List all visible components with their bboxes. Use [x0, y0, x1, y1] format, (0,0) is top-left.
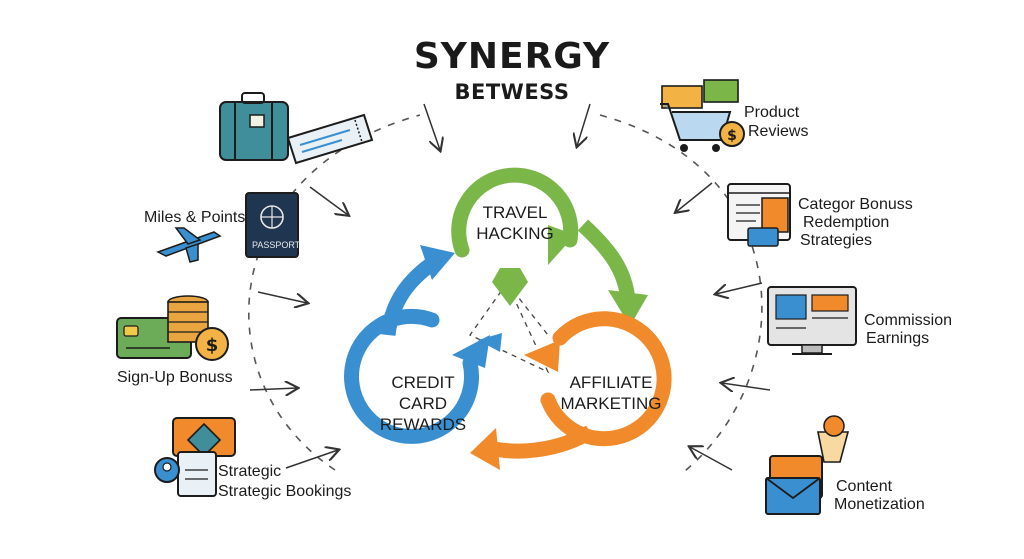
credit-card-rewards-label: CREDIT CARD REWARDS	[370, 372, 476, 435]
strategic-bookings-label: Strategic Bookings	[218, 483, 352, 500]
svg-text:$: $	[727, 128, 737, 144]
commission-label: Commission	[864, 312, 953, 329]
computer-monitor-icon	[767, 286, 857, 355]
content-label: Content	[836, 478, 893, 495]
luggage-icon	[219, 92, 289, 161]
travel-hacking-ring	[451, 167, 648, 326]
pointer-arrows	[249, 103, 771, 471]
strategic-label: Strategic	[218, 463, 282, 480]
shopping-cart-icon: $	[660, 79, 745, 152]
affiliate-marketing-ring	[470, 311, 672, 470]
strategies-label: Strategies	[800, 232, 873, 249]
miles-points-label: Miles & Points	[144, 209, 246, 226]
browser-window-icon	[727, 183, 791, 247]
passport-icon-text: PASSPORT	[252, 240, 301, 250]
affiliate-marketing-label: AFFILIATE MARKETING	[558, 372, 664, 414]
product-label: Product	[744, 104, 800, 121]
outer-dashed-arc	[248, 114, 763, 476]
affiliate-marketing-text: AFFILIATE MARKETING	[560, 373, 662, 413]
boarding-pass-icon	[286, 113, 374, 165]
travel-hacking-text: TRAVEL HACKING	[476, 203, 554, 243]
category-bonus-label: Categor Bonuss	[798, 196, 913, 213]
dollar-coin-icon: $	[195, 327, 229, 361]
reviews-label: Reviews	[748, 123, 809, 140]
credit-card-text: CREDIT CARD REWARDS	[379, 373, 467, 434]
diagram-subtitle: BETWESS	[454, 80, 570, 104]
airplane-icon	[156, 227, 222, 263]
passport-icon	[245, 192, 299, 258]
earnings-label: Earnings	[866, 330, 930, 347]
signup-bonus-label: Sign-Up Bonuss	[117, 369, 233, 386]
redemption-label: Redemption	[803, 214, 890, 231]
svg-text:$: $	[206, 335, 219, 356]
credit-card-ring	[344, 245, 502, 444]
monetization-label: Monetization	[834, 496, 925, 513]
diagram-title: SYNERGY	[413, 36, 611, 77]
hotel-booking-icon	[154, 417, 236, 497]
envelope-icon	[765, 415, 850, 515]
travel-hacking-label: TRAVEL HACKING	[470, 202, 560, 244]
